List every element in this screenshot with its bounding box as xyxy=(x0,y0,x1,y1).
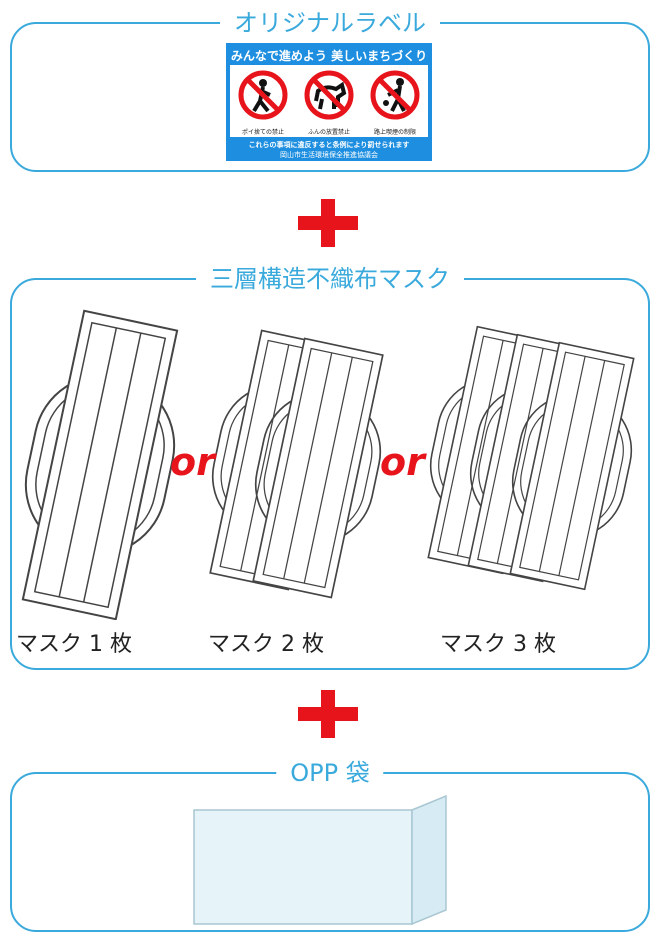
or-text-1: or xyxy=(170,440,215,484)
mask-section-title: 三層構造不織布マスク xyxy=(196,264,464,294)
label-headline: みんなで進めよう 美しいまちづくり xyxy=(230,49,428,63)
no-littering-icon xyxy=(238,70,288,120)
label-section: オリジナルラベル xyxy=(10,8,650,172)
mask-section: 三層構造不織布マスク xyxy=(10,264,650,670)
label-organization: 岡山市生活環境保全推進協議会 xyxy=(280,151,378,159)
or-text-2: or xyxy=(380,440,425,484)
mask-illustrations xyxy=(0,305,653,620)
sign-caption-dog: ふんの放置禁止 xyxy=(307,129,350,136)
prohibition-signs xyxy=(238,70,420,120)
mask-three xyxy=(409,322,653,594)
mask-two xyxy=(190,325,403,603)
mask-option-2: マスク 2 枚 xyxy=(208,632,324,657)
label-card: みんなで進めよう 美しいまちづくり ポイ捨ての禁止 ふんの放置禁止 路上喫煙の制… xyxy=(226,43,432,161)
mask-option-1: マスク 1 枚 xyxy=(16,632,132,657)
sign-caption-littering: ポイ捨ての禁止 xyxy=(241,129,284,136)
sign-caption-smoking: 路上喫煙の制限 xyxy=(373,129,416,136)
no-smoking-street-icon xyxy=(370,70,420,120)
dog-waste-icon xyxy=(304,70,354,120)
plus-icon xyxy=(298,199,358,247)
plus-icon-2 xyxy=(298,690,358,738)
opp-bag-illustration xyxy=(193,794,447,926)
label-section-title: オリジナルラベル xyxy=(220,8,440,38)
label-warning-strip: これらの事項に違反すると条例により罰せられます xyxy=(248,141,410,149)
mask-option-3: マスク 3 枚 xyxy=(440,632,556,657)
bag-section-title: OPP 袋 xyxy=(276,758,384,788)
bag-section: OPP 袋 xyxy=(10,758,650,932)
